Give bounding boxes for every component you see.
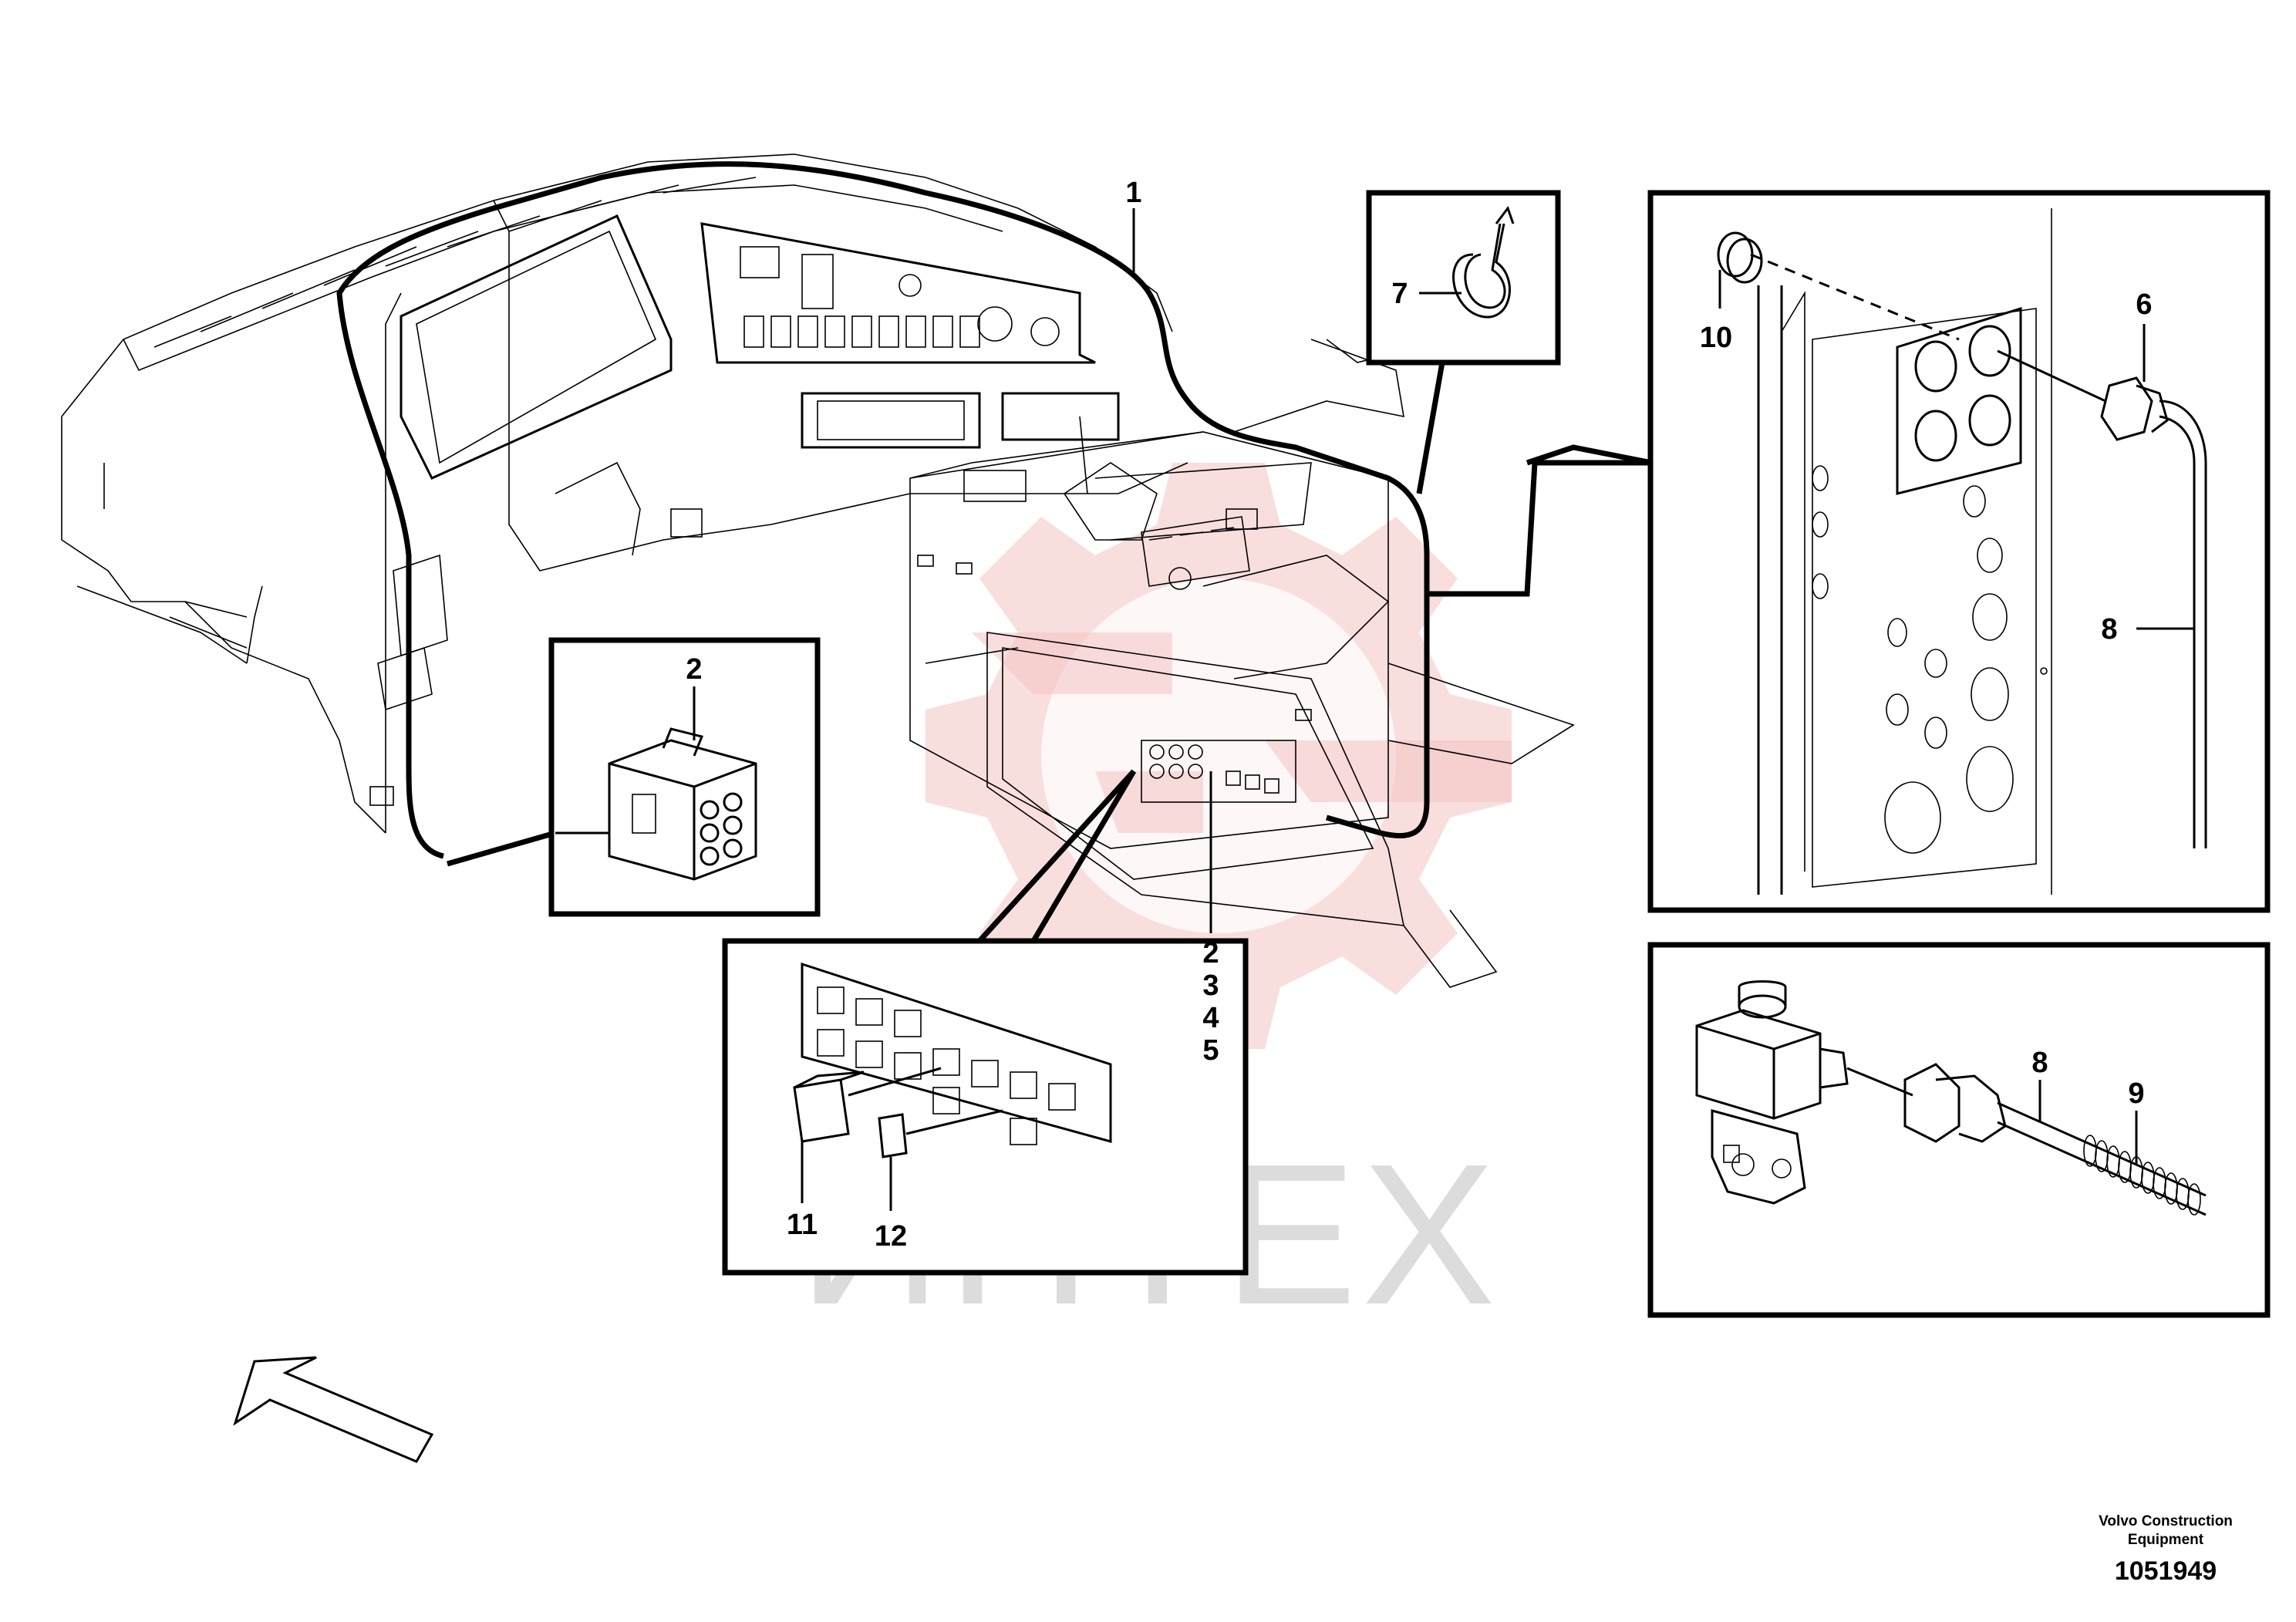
dashboard-panel (61, 153, 1188, 834)
callout-2-connector: 2 (686, 653, 702, 686)
callout-2-stack: 2 (1202, 937, 1219, 969)
direction-arrow (233, 1356, 434, 1463)
detail-solenoid: 8 9 (1647, 942, 2271, 1318)
callout-5-stack: 5 (1202, 1034, 1219, 1067)
cable-harness (336, 161, 1430, 859)
detail-relay-panel: 11 12 (722, 769, 1249, 1276)
detail-cable-tie: 7 (1366, 190, 1561, 494)
callout-9: 9 (2128, 1077, 2144, 1110)
detail-connector: 2 (447, 637, 821, 917)
callout-8-lower: 8 (2031, 1047, 2048, 1079)
callout-1: 1 (1125, 177, 1141, 209)
callout-8-upper: 8 (2101, 613, 2117, 646)
callout-10: 10 (1700, 322, 1732, 354)
console-fuse-panel (1141, 740, 1296, 803)
footer-drawing-number: 1051949 (2115, 1556, 2217, 1586)
footer-company-line2: Equipment (2128, 1532, 2204, 1548)
callout-11: 11 (787, 1209, 818, 1241)
callout-7: 7 (1391, 278, 1408, 310)
switch-row (743, 315, 980, 348)
detail-bulkhead: 10 6 8 (1427, 190, 2271, 913)
hole-pattern (1812, 465, 2048, 854)
callout-4-stack: 4 (1202, 1002, 1219, 1034)
console-assembly (909, 339, 1575, 988)
callout-3-stack: 3 (1202, 969, 1219, 1002)
footer-company-line1: Volvo Construction (2099, 1513, 2233, 1529)
callout-12: 12 (875, 1220, 907, 1253)
callout-6: 6 (2136, 288, 2152, 321)
corrugated-tube (2083, 1135, 2201, 1216)
